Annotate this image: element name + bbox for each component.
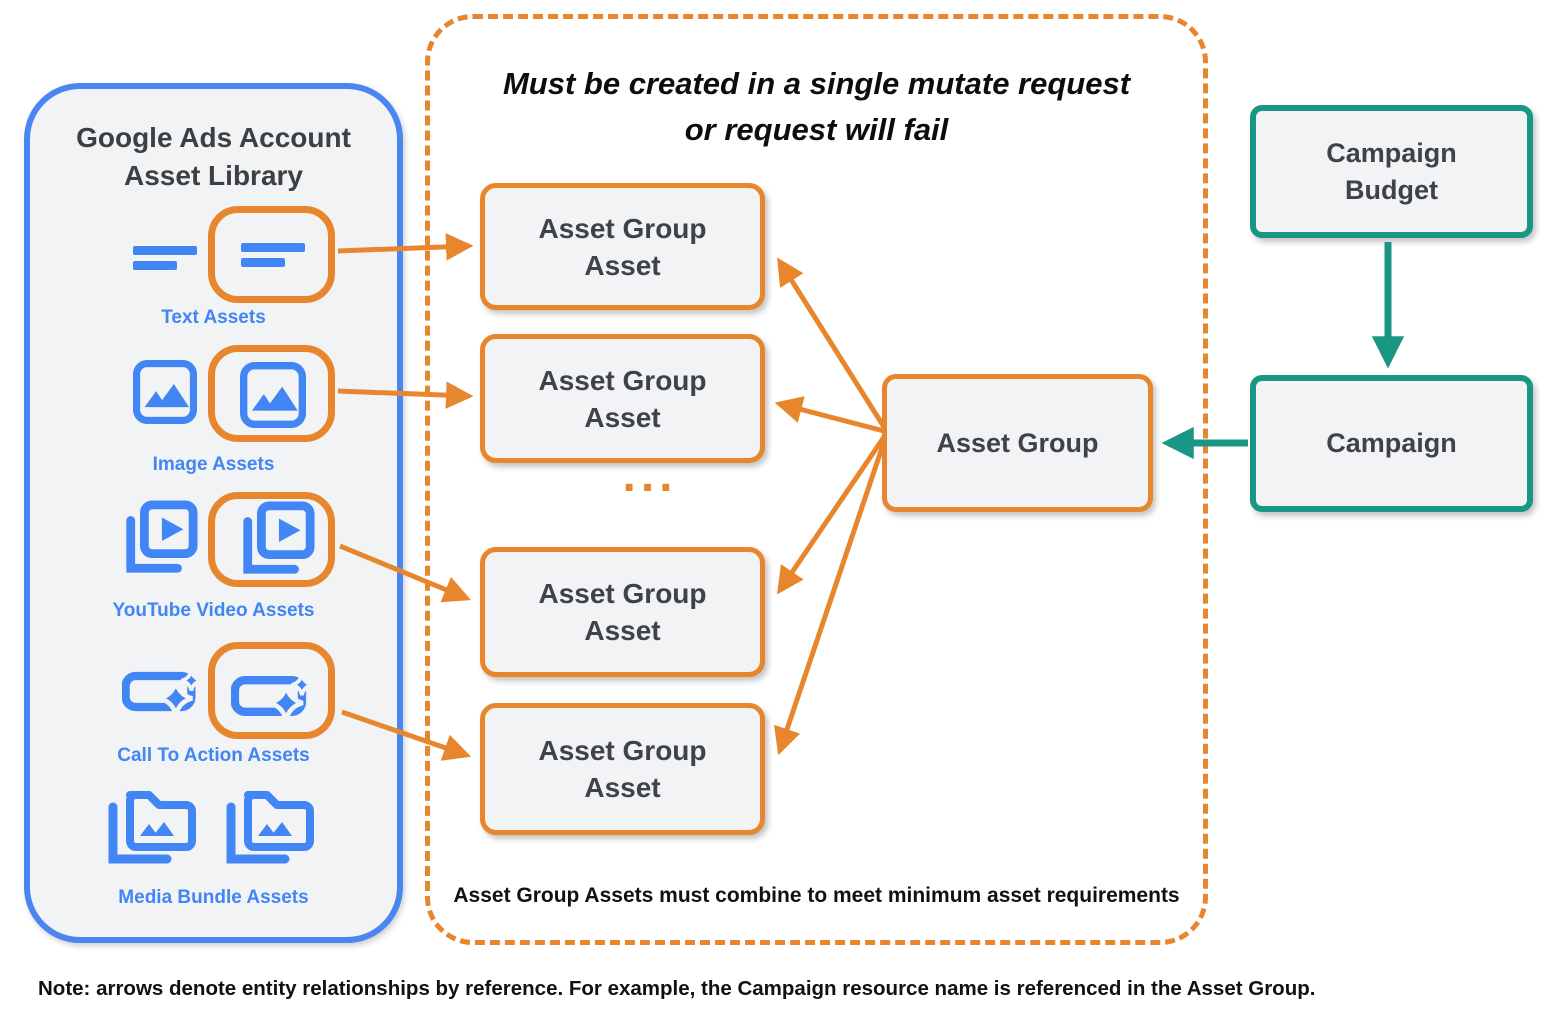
asset-group-asset-label: Asset Group Asset [538, 578, 707, 646]
asset-group-asset-label: Asset Group Asset [538, 735, 707, 803]
asset-library-panel: Google Ads Account Asset Library Text As… [24, 83, 403, 943]
campaign-label: Campaign [1326, 428, 1457, 458]
text-lines-icon [241, 243, 305, 267]
text-assets-label: Text Assets [161, 307, 266, 328]
campaign-box: Campaign [1250, 375, 1533, 512]
asset-group-box: Asset Group [882, 374, 1153, 512]
youtube-video-icon [120, 500, 198, 578]
youtube-asset-selected-outline [208, 492, 335, 587]
cta-sparkle-icon [231, 669, 317, 723]
media-bundle-assets-label: Media Bundle Assets [118, 887, 309, 908]
more-assets-ellipsis: ... [622, 449, 678, 502]
asset-group-asset-box-1: Asset Group Asset [480, 183, 765, 310]
asset-group-asset-box-2: Asset Group Asset [480, 334, 765, 463]
asset-group-asset-box-3: Asset Group Asset [480, 547, 765, 677]
media-bundle-icon [103, 785, 199, 869]
minimum-requirements-caption: Asset Group Assets must combine to meet … [453, 884, 1180, 907]
asset-group-label: Asset Group [936, 427, 1099, 458]
mutate-request-title: Must be created in a single mutate reque… [430, 61, 1203, 153]
youtube-video-icon [237, 501, 315, 579]
campaign-budget-label: Campaign Budget [1326, 137, 1457, 205]
asset-group-asset-label: Asset Group Asset [538, 212, 707, 281]
youtube-video-assets-label: YouTube Video Assets [112, 600, 315, 621]
image-icon [133, 360, 197, 424]
mutate-request-container: Must be created in a single mutate reque… [425, 14, 1208, 945]
asset-group-asset-box-4: Asset Group Asset [480, 703, 765, 835]
mutate-request-title-line1: Must be created in a single mutate reque… [502, 66, 1131, 101]
asset-library-title: Google Ads Account Asset Library [30, 119, 397, 195]
cta-asset-selected-outline [208, 642, 335, 739]
media-bundle-icon [221, 785, 317, 869]
cta-sparkle-icon [122, 665, 206, 718]
image-icon [240, 362, 306, 428]
text-lines-icon [133, 246, 197, 270]
asset-group-asset-label: Asset Group Asset [538, 364, 707, 433]
text-asset-selected-outline [208, 206, 335, 303]
footnote: Note: arrows denote entity relationships… [38, 977, 1316, 1000]
mutate-request-title-line2: or request will fail [684, 112, 949, 147]
call-to-action-assets-label: Call To Action Assets [117, 745, 310, 766]
image-assets-label: Image Assets [152, 454, 275, 475]
campaign-budget-box: Campaign Budget [1250, 105, 1533, 238]
asset-library-title-line2: Asset Library [124, 160, 303, 191]
image-asset-selected-outline [208, 345, 335, 442]
asset-library-title-line1: Google Ads Account [76, 122, 351, 153]
